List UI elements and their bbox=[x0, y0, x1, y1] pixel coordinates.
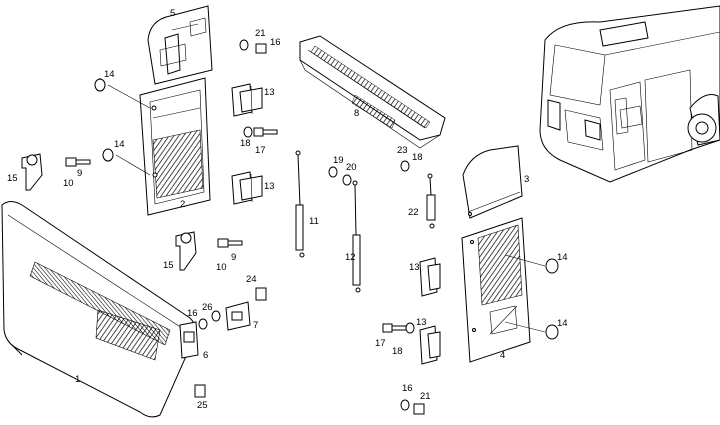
hinge-bracket-part bbox=[175, 231, 197, 271]
lock-part bbox=[179, 321, 199, 359]
roof-panel-part bbox=[299, 35, 446, 149]
bolt-part bbox=[65, 157, 91, 167]
part-number-label: 15 bbox=[163, 260, 174, 271]
part-number-label: 23 bbox=[397, 145, 408, 156]
part-number-label: 13 bbox=[409, 262, 420, 273]
part-number-label: 17 bbox=[255, 145, 266, 156]
part-number-label: 21 bbox=[420, 391, 431, 402]
bolt-part bbox=[400, 399, 425, 415]
gas-strut-part bbox=[352, 180, 361, 293]
lock-part bbox=[225, 301, 251, 331]
part-number-label: 24 bbox=[246, 274, 257, 285]
part-number-label: 14 bbox=[114, 139, 125, 150]
part-number-label: 21 bbox=[255, 28, 266, 39]
part-number-label: 9 bbox=[77, 168, 82, 179]
side-panel-part bbox=[1, 201, 197, 418]
part-number-label: 16 bbox=[187, 308, 198, 319]
part-number-label: 14 bbox=[104, 69, 115, 80]
gas-strut-part bbox=[426, 173, 436, 229]
part-number-label: 10 bbox=[216, 262, 227, 273]
part-number-label: 15 bbox=[7, 173, 18, 184]
hinge-bracket-part bbox=[21, 153, 43, 191]
part-number-label: 14 bbox=[557, 252, 568, 263]
part-number-label: 3 bbox=[524, 174, 529, 185]
part-number-label: 2 bbox=[180, 199, 185, 210]
part-number-label: 6 bbox=[203, 350, 208, 361]
bus-illustration bbox=[539, 5, 720, 183]
hinge-part bbox=[419, 325, 441, 365]
part-number-label: 7 bbox=[253, 320, 258, 331]
upper-right-panel-part bbox=[462, 145, 523, 219]
hinge-part bbox=[231, 83, 263, 117]
part-number-label: 4 bbox=[500, 350, 505, 361]
part-number-label: 11 bbox=[309, 216, 319, 227]
part-number-label: 13 bbox=[416, 317, 427, 328]
part-number-label: 5 bbox=[170, 8, 175, 19]
part-number-label: 18 bbox=[412, 152, 423, 163]
part-number-label: 26 bbox=[202, 302, 213, 313]
part-number-label: 10 bbox=[63, 178, 74, 189]
part-number-label: 8 bbox=[354, 108, 359, 119]
door-frame-part bbox=[139, 77, 211, 216]
nut-part bbox=[94, 78, 559, 398]
part-number-label: 13 bbox=[264, 181, 275, 192]
part-number-label: 12 bbox=[345, 252, 356, 263]
part-number-label: 25 bbox=[197, 400, 208, 411]
part-number-label: 13 bbox=[264, 87, 275, 98]
part-number-label: 9 bbox=[231, 252, 236, 263]
part-number-label: 18 bbox=[240, 138, 251, 149]
part-number-label: 19 bbox=[333, 155, 344, 166]
part-number-label: 20 bbox=[346, 162, 357, 173]
part-number-label: 17 bbox=[375, 338, 386, 349]
leader-lines bbox=[99, 78, 546, 333]
bolt-part bbox=[382, 322, 415, 334]
bolt-part bbox=[217, 238, 243, 248]
hinge-part bbox=[231, 171, 263, 205]
gas-strut-part bbox=[295, 150, 305, 258]
part-number-label: 1 bbox=[75, 374, 80, 385]
part-labels: 5 21 16 14 13 8 14 18 17 23 18 19 20 15 … bbox=[7, 8, 568, 411]
hinge-part bbox=[419, 257, 441, 297]
part-number-label: 18 bbox=[392, 346, 403, 357]
upper-door-part bbox=[147, 5, 213, 85]
part-number-label: 14 bbox=[557, 318, 568, 329]
bolt-part bbox=[239, 39, 267, 54]
part-number-label: 16 bbox=[270, 37, 281, 48]
part-number-label: 22 bbox=[408, 207, 419, 218]
bolt-part bbox=[243, 126, 278, 138]
part-number-label: 16 bbox=[402, 383, 413, 394]
lower-right-door-part bbox=[461, 217, 531, 363]
